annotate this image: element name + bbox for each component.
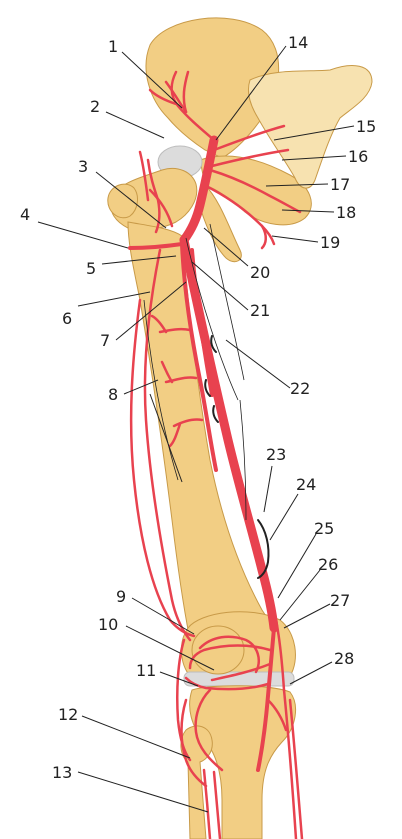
leader-27 — [284, 604, 330, 628]
label-8: 8 — [108, 385, 118, 404]
leader-28 — [290, 662, 332, 684]
leader-8a — [124, 380, 158, 394]
label-10: 10 — [98, 615, 118, 634]
leader-25 — [278, 534, 316, 598]
label-22: 22 — [290, 379, 310, 398]
label-20: 20 — [250, 263, 270, 282]
label-4: 4 — [20, 205, 30, 224]
label-14: 14 — [288, 33, 308, 52]
tibial-branch — [214, 772, 220, 839]
label-5: 5 — [86, 259, 96, 278]
label-28: 28 — [334, 649, 354, 668]
leader-19 — [272, 236, 318, 242]
label-24: 24 — [296, 475, 316, 494]
leader-24 — [270, 494, 298, 540]
label-15: 15 — [356, 117, 376, 136]
label-7: 7 — [100, 331, 110, 350]
label-19: 19 — [320, 233, 340, 252]
label-13: 13 — [52, 763, 72, 782]
patella — [192, 626, 244, 674]
label-25: 25 — [314, 519, 334, 538]
greater-trochanter — [108, 184, 138, 218]
label-17: 17 — [330, 175, 350, 194]
leader-23 — [264, 466, 272, 512]
leader-12 — [82, 716, 190, 758]
leader-2 — [106, 112, 164, 138]
leader-4 — [38, 222, 128, 248]
label-27: 27 — [330, 591, 350, 610]
label-2: 2 — [90, 97, 100, 116]
label-6: 6 — [62, 309, 72, 328]
label-11: 11 — [136, 661, 156, 680]
label-18: 18 — [336, 203, 356, 222]
label-23: 23 — [266, 445, 286, 464]
label-21: 21 — [250, 301, 270, 320]
tibia — [190, 686, 296, 839]
label-9: 9 — [116, 587, 126, 606]
label-3: 3 — [78, 157, 88, 176]
label-12: 12 — [58, 705, 78, 724]
label-1: 1 — [108, 37, 118, 56]
label-26: 26 — [318, 555, 338, 574]
leader-22 — [226, 340, 290, 388]
label-16: 16 — [348, 147, 368, 166]
